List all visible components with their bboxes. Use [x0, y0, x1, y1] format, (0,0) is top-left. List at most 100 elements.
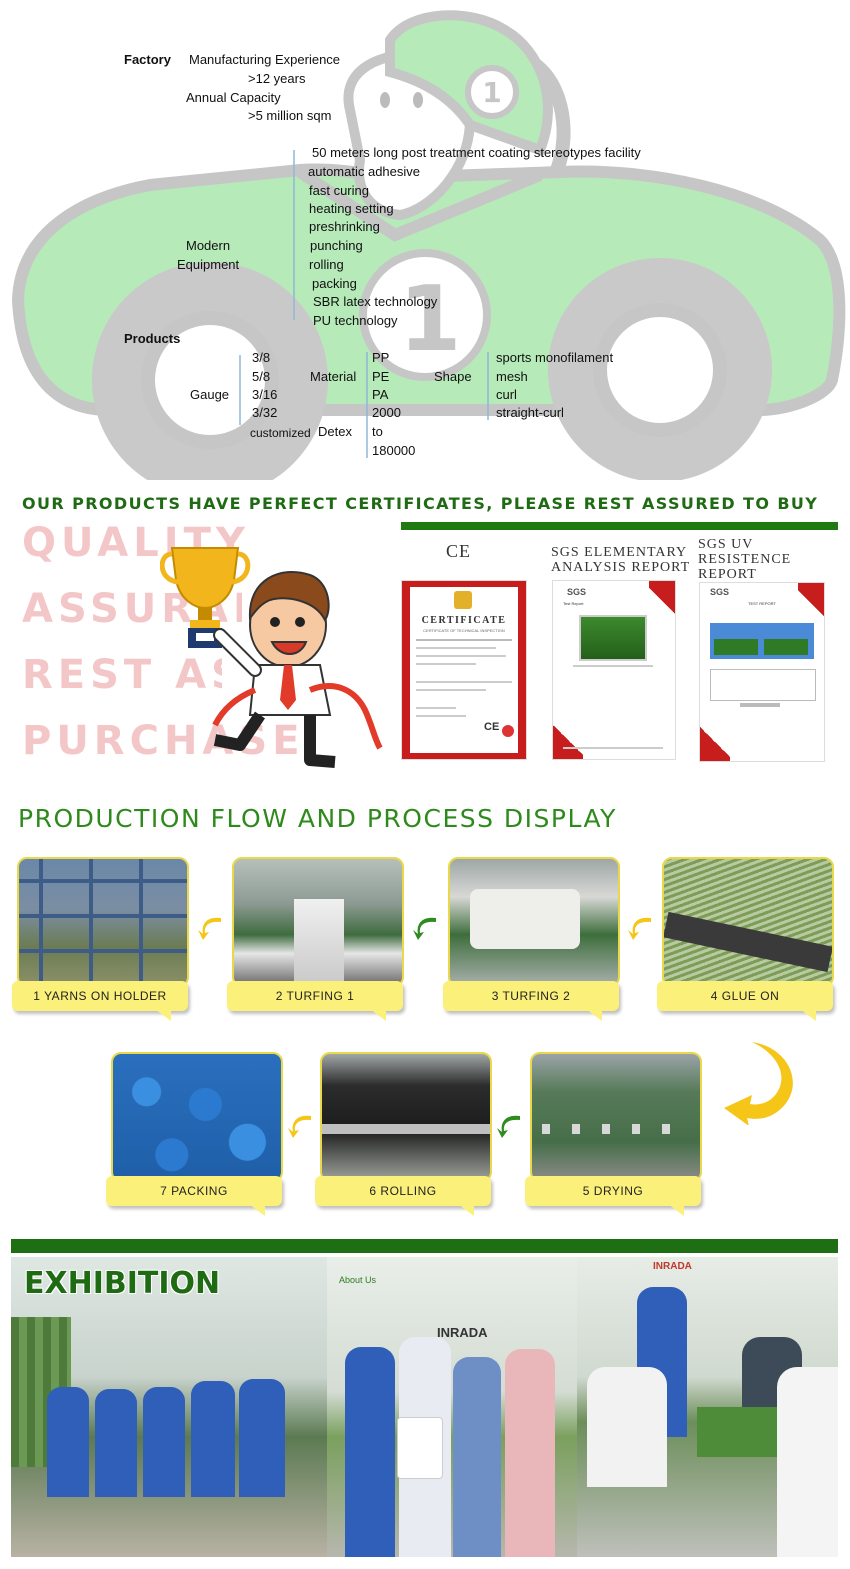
equipment-item: preshrinking	[309, 219, 380, 234]
curved-arrow-icon	[497, 1115, 520, 1138]
turn-down-arrow-icon	[724, 1042, 793, 1125]
equipment-label-line2: Equipment	[177, 257, 240, 272]
race-car-illustration: 1 1	[11, 10, 846, 480]
step-label: 2 TURFING 1	[227, 981, 403, 1011]
step-photo-glue-on	[662, 857, 834, 987]
material-label: Material	[310, 369, 357, 384]
detex-label: Detex	[318, 424, 352, 439]
equipment-item: rolling	[309, 257, 344, 272]
shape-label: Shape	[434, 369, 472, 384]
cert-sgs-uv-label-1: SGS UV	[698, 537, 754, 552]
cert-sgs-uv-label-2: RESISTENCE	[698, 552, 792, 567]
gauge-value: 3/8	[252, 350, 271, 365]
exhibition-photo-booth-team	[11, 1257, 327, 1557]
curved-arrow-icon	[413, 917, 436, 940]
exhibition-photo-collage: About Us INRADA INRADA	[11, 1257, 838, 1557]
cert-ce-subtitle: CERTIFICATE OF TECHNICAL INSPECTION	[423, 628, 505, 633]
wheel-right-rim	[593, 303, 727, 437]
gauge-label: Gauge	[190, 387, 230, 402]
step-photo-drying	[530, 1052, 702, 1182]
driver-eye-right	[413, 92, 423, 108]
equipment-item: packing	[312, 276, 357, 291]
factory-label: Factory	[124, 52, 171, 67]
helmet-number-badge	[465, 65, 519, 119]
exhibition-photo-meeting: INRADA	[577, 1257, 838, 1557]
step-label: 7 PACKING	[106, 1176, 282, 1206]
cert-sgs-elementary-subtitle: Test Report	[563, 601, 584, 606]
material-value: PP	[372, 350, 390, 365]
equipment-item: punching	[310, 238, 363, 253]
factory-overview-section: 1 1 Factory Manufacturing Experience >12…	[0, 0, 850, 480]
background-word: REST ASSURED	[22, 652, 222, 698]
gauge-value: 3/32	[252, 405, 278, 420]
step-label: 1 YARNS ON HOLDER	[12, 981, 188, 1011]
equipment-item: PU technology	[313, 313, 398, 328]
process-step-card[interactable]: 6 ROLLING	[315, 1052, 496, 1222]
experience-label: Manufacturing Experience	[189, 52, 341, 67]
cert-ce-label: CE	[446, 541, 472, 561]
shape-value: straight-curl	[496, 405, 564, 420]
process-step-card[interactable]: 2 TURFING 1	[227, 857, 408, 1027]
process-step-card[interactable]: 4 GLUE ON	[657, 857, 838, 1027]
cert-sgs-uv-title: SGS	[710, 587, 730, 597]
booth-brand-2: INRADA	[653, 1261, 692, 1272]
cert-sgs-uv-label-3: REPORT	[698, 567, 757, 582]
gauge-value: 3/16	[252, 387, 278, 402]
exhibition-divider-bar	[11, 1239, 838, 1253]
process-step-card[interactable]: 1 YARNS ON HOLDER	[12, 857, 193, 1027]
businessman-trophy-illustration	[160, 547, 383, 768]
equipment-item: automatic adhesive	[308, 164, 421, 179]
process-step-card[interactable]: 3 TURFING 2	[443, 857, 624, 1027]
cert-ce-document[interactable]: CERTIFICATE CERTIFICATE OF TECHNICAL INS…	[401, 580, 527, 760]
step-photo-packing	[111, 1052, 283, 1182]
equipment-item: 50 meters long post treatment coating st…	[312, 145, 641, 160]
certificates-divider-bar	[401, 522, 838, 530]
equipment-label-line1: Modern	[186, 238, 231, 253]
experience-value: >12 years	[248, 71, 306, 86]
booth-brand: INRADA	[437, 1325, 488, 1340]
booth-sign: About Us	[339, 1275, 377, 1285]
material-value: PE	[372, 369, 390, 384]
equipment-item: fast curing	[309, 183, 369, 198]
curved-arrow-icon	[198, 917, 221, 940]
shape-value: sports monofilament	[496, 350, 614, 365]
capacity-value: >5 million sqm	[248, 108, 332, 123]
detex-value: 2000	[372, 405, 401, 420]
step-label: 3 TURFING 2	[443, 981, 619, 1011]
cert-sgs-uv-document[interactable]: SGS TEST REPORT	[699, 582, 825, 762]
step-photo-turfing-2	[448, 857, 620, 987]
step-photo-yarns	[17, 857, 189, 987]
exhibition-photo-booth-front: About Us INRADA	[327, 1257, 577, 1557]
driver-eye-left	[380, 92, 390, 108]
material-value: PA	[372, 387, 389, 402]
cert-sgs-elementary-label-2: ANALYSIS REPORT	[551, 560, 691, 575]
step-photo-rolling	[320, 1052, 492, 1182]
capacity-label: Annual Capacity	[186, 90, 281, 105]
production-heading: PRODUCTION FLOW AND PROCESS DISPLAY	[18, 804, 617, 833]
car-number: 1	[399, 267, 462, 372]
equipment-item: SBR latex technology	[313, 294, 438, 309]
trophy-icon	[170, 547, 240, 610]
car-frame	[296, 166, 543, 242]
cert-sgs-elementary-title: SGS	[567, 587, 587, 597]
gauge-value: 5/8	[252, 369, 271, 384]
certificates-heading: OUR PRODUCTS HAVE PERFECT CERTIFICATES, …	[22, 494, 819, 513]
helmet-number: 1	[482, 76, 501, 109]
curved-arrow-icon	[288, 1115, 311, 1138]
step-label: 4 GLUE ON	[657, 981, 833, 1011]
wheel-left-rim	[141, 311, 279, 449]
step-photo-turfing-1	[232, 857, 404, 987]
curved-arrow-icon	[628, 917, 651, 940]
shape-value: mesh	[496, 369, 528, 384]
step-label: 6 ROLLING	[315, 1176, 491, 1206]
gauge-value: customized	[250, 426, 311, 440]
cert-ce-title: CERTIFICATE	[421, 615, 507, 626]
cert-sgs-uv-subtitle: TEST REPORT	[748, 601, 776, 606]
process-step-card[interactable]: 7 PACKING	[106, 1052, 287, 1222]
exhibition-title: EXHIBITION	[24, 1266, 221, 1301]
cert-sgs-elementary-document[interactable]: SGS Test Report	[552, 580, 676, 760]
process-step-card[interactable]: 5 DRYING	[525, 1052, 706, 1222]
cert-sgs-elementary-label-1: SGS ELEMENTARY	[551, 545, 688, 560]
step-label: 5 DRYING	[525, 1176, 701, 1206]
products-label: Products	[124, 331, 181, 346]
